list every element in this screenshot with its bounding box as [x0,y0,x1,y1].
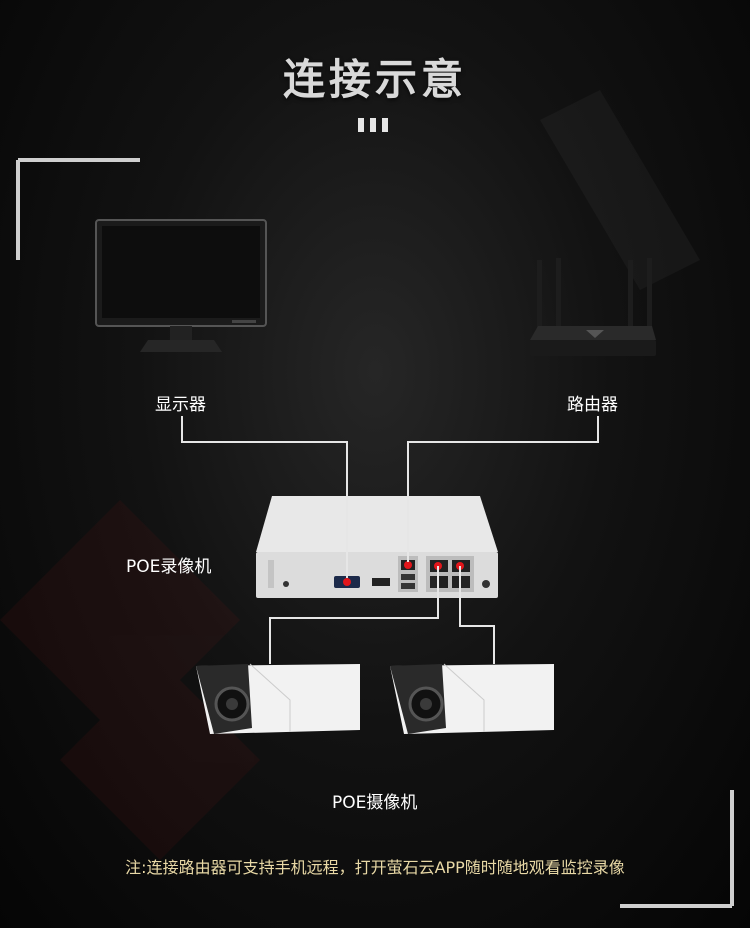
camera-icon-right [390,663,554,734]
corner-frame-bottom-right [620,790,734,908]
cable-camera-right [459,566,495,664]
cable-router [407,416,599,562]
corner-frame-top-left [16,158,140,260]
monitor-icon [95,219,267,352]
label-nvr: POE录像机 [126,557,212,577]
title-divider [358,118,388,132]
background-watermark [0,90,700,860]
label-monitor: 显示器 [155,395,206,415]
page-title: 连接示意 [282,55,467,104]
cables [181,416,599,664]
label-camera: POE摄像机 [332,793,418,813]
nvr-icon [256,496,498,598]
cable-camera-left [269,566,439,664]
camera-icon-left [196,663,360,734]
label-router: 路由器 [567,395,618,415]
cable-monitor [181,416,348,578]
footer-note: 注:连接路由器可支持手机远程，打开萤石云APP随时随地观看监控录像 [125,858,625,877]
router-icon [530,258,656,356]
